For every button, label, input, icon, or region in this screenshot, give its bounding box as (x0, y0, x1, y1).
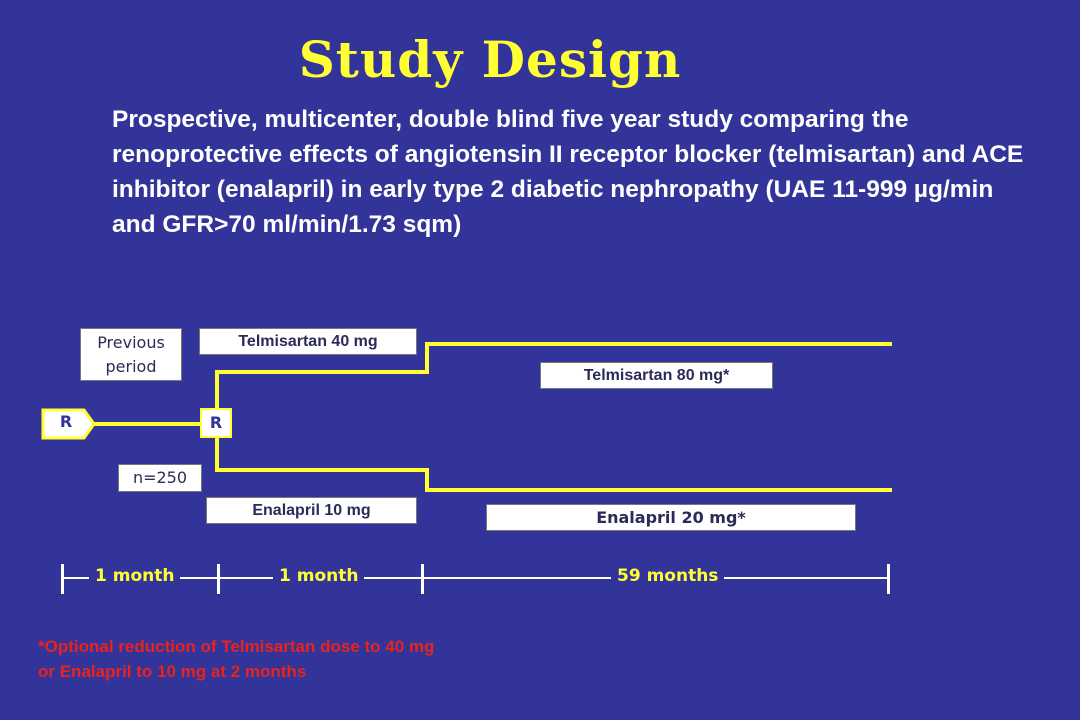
run-in-line (94, 422, 202, 426)
study-description: Prospective, multicenter, double blind f… (112, 106, 1024, 238)
enalapril-10-label: Enalapril 10 mg (206, 497, 417, 524)
previous-period-label: Previous period (80, 328, 182, 381)
enalapril-arm-line-1 (215, 468, 429, 472)
enalapril-arm-line-2 (425, 488, 892, 492)
timeline-label-first: 1 month (273, 566, 365, 586)
timeline-tick-2 (421, 564, 424, 594)
timeline-line (62, 577, 890, 579)
sample-size-label: n=250 (118, 464, 202, 492)
branch-up-line (215, 370, 219, 408)
telmisartan-step-line (425, 342, 429, 374)
timeline-tick-start (61, 564, 64, 594)
telmisartan-80-label: Telmisartan 80 mg* (540, 362, 773, 389)
telmisartan-arm-line-1 (215, 370, 429, 374)
timeline-label-previous: 1 month (89, 566, 181, 586)
telmisartan-40-label: Telmisartan 40 mg (199, 328, 417, 355)
enalapril-20-label: Enalapril 20 mg* (486, 504, 856, 531)
timeline-tick-end (887, 564, 890, 594)
branch-down-line (215, 438, 219, 472)
telmisartan-arm-line-2 (425, 342, 892, 346)
footnote-line-1: *Optional reduction of Telmisartan dose … (38, 637, 435, 656)
footnote-line-2: or Enalapril to 10 mg at 2 months (38, 662, 307, 681)
timeline-label-followup: 59 months (611, 566, 725, 586)
enalapril-step-line (425, 468, 429, 492)
randomization-node-2: R (200, 408, 232, 438)
randomization-node-1-label: R (59, 412, 73, 431)
randomization-node-1-shape (41, 408, 96, 440)
slide-title: Study Design (298, 30, 682, 89)
footnote: *Optional reduction of Telmisartan dose … (38, 634, 434, 684)
timeline-tick-1 (217, 564, 220, 594)
